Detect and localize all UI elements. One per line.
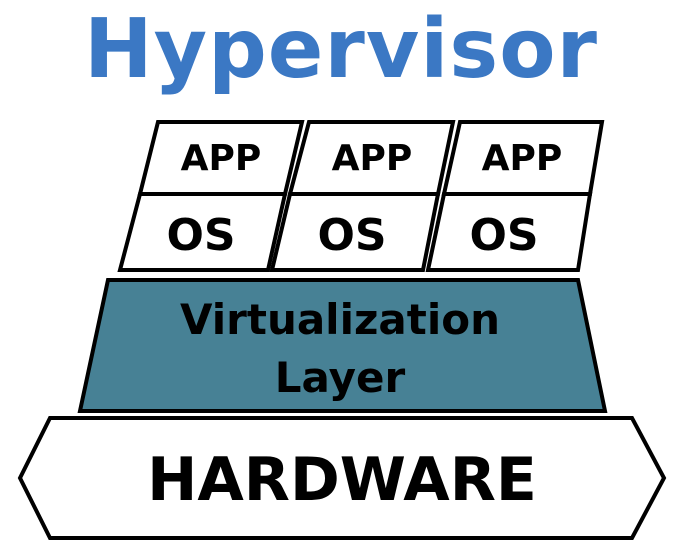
app-label: APP — [181, 138, 262, 179]
virtualization-label-line2: Layer — [275, 353, 406, 402]
hardware-shape — [17, 416, 667, 540]
vm-stack-3: APP OS — [425, 120, 605, 272]
os-box — [269, 192, 441, 272]
app-label: APP — [482, 138, 563, 179]
os-box — [117, 192, 288, 272]
virtualization-layer-shape — [77, 278, 608, 413]
virtualization-layer: Virtualization Layer — [77, 278, 608, 413]
os-label: OS — [317, 210, 386, 261]
virtualization-label-line1: Virtualization — [180, 295, 500, 344]
os-label: OS — [469, 210, 538, 261]
os-label: OS — [166, 210, 235, 261]
os-box — [425, 192, 593, 272]
hardware-layer: HARDWARE — [17, 416, 667, 540]
hardware-label: HARDWARE — [147, 445, 537, 515]
vm-stack-1: APP OS — [117, 120, 305, 272]
diagram-title: Hypervisor — [84, 2, 598, 97]
app-label: APP — [332, 138, 413, 179]
vm-stack-2: APP OS — [269, 120, 456, 272]
